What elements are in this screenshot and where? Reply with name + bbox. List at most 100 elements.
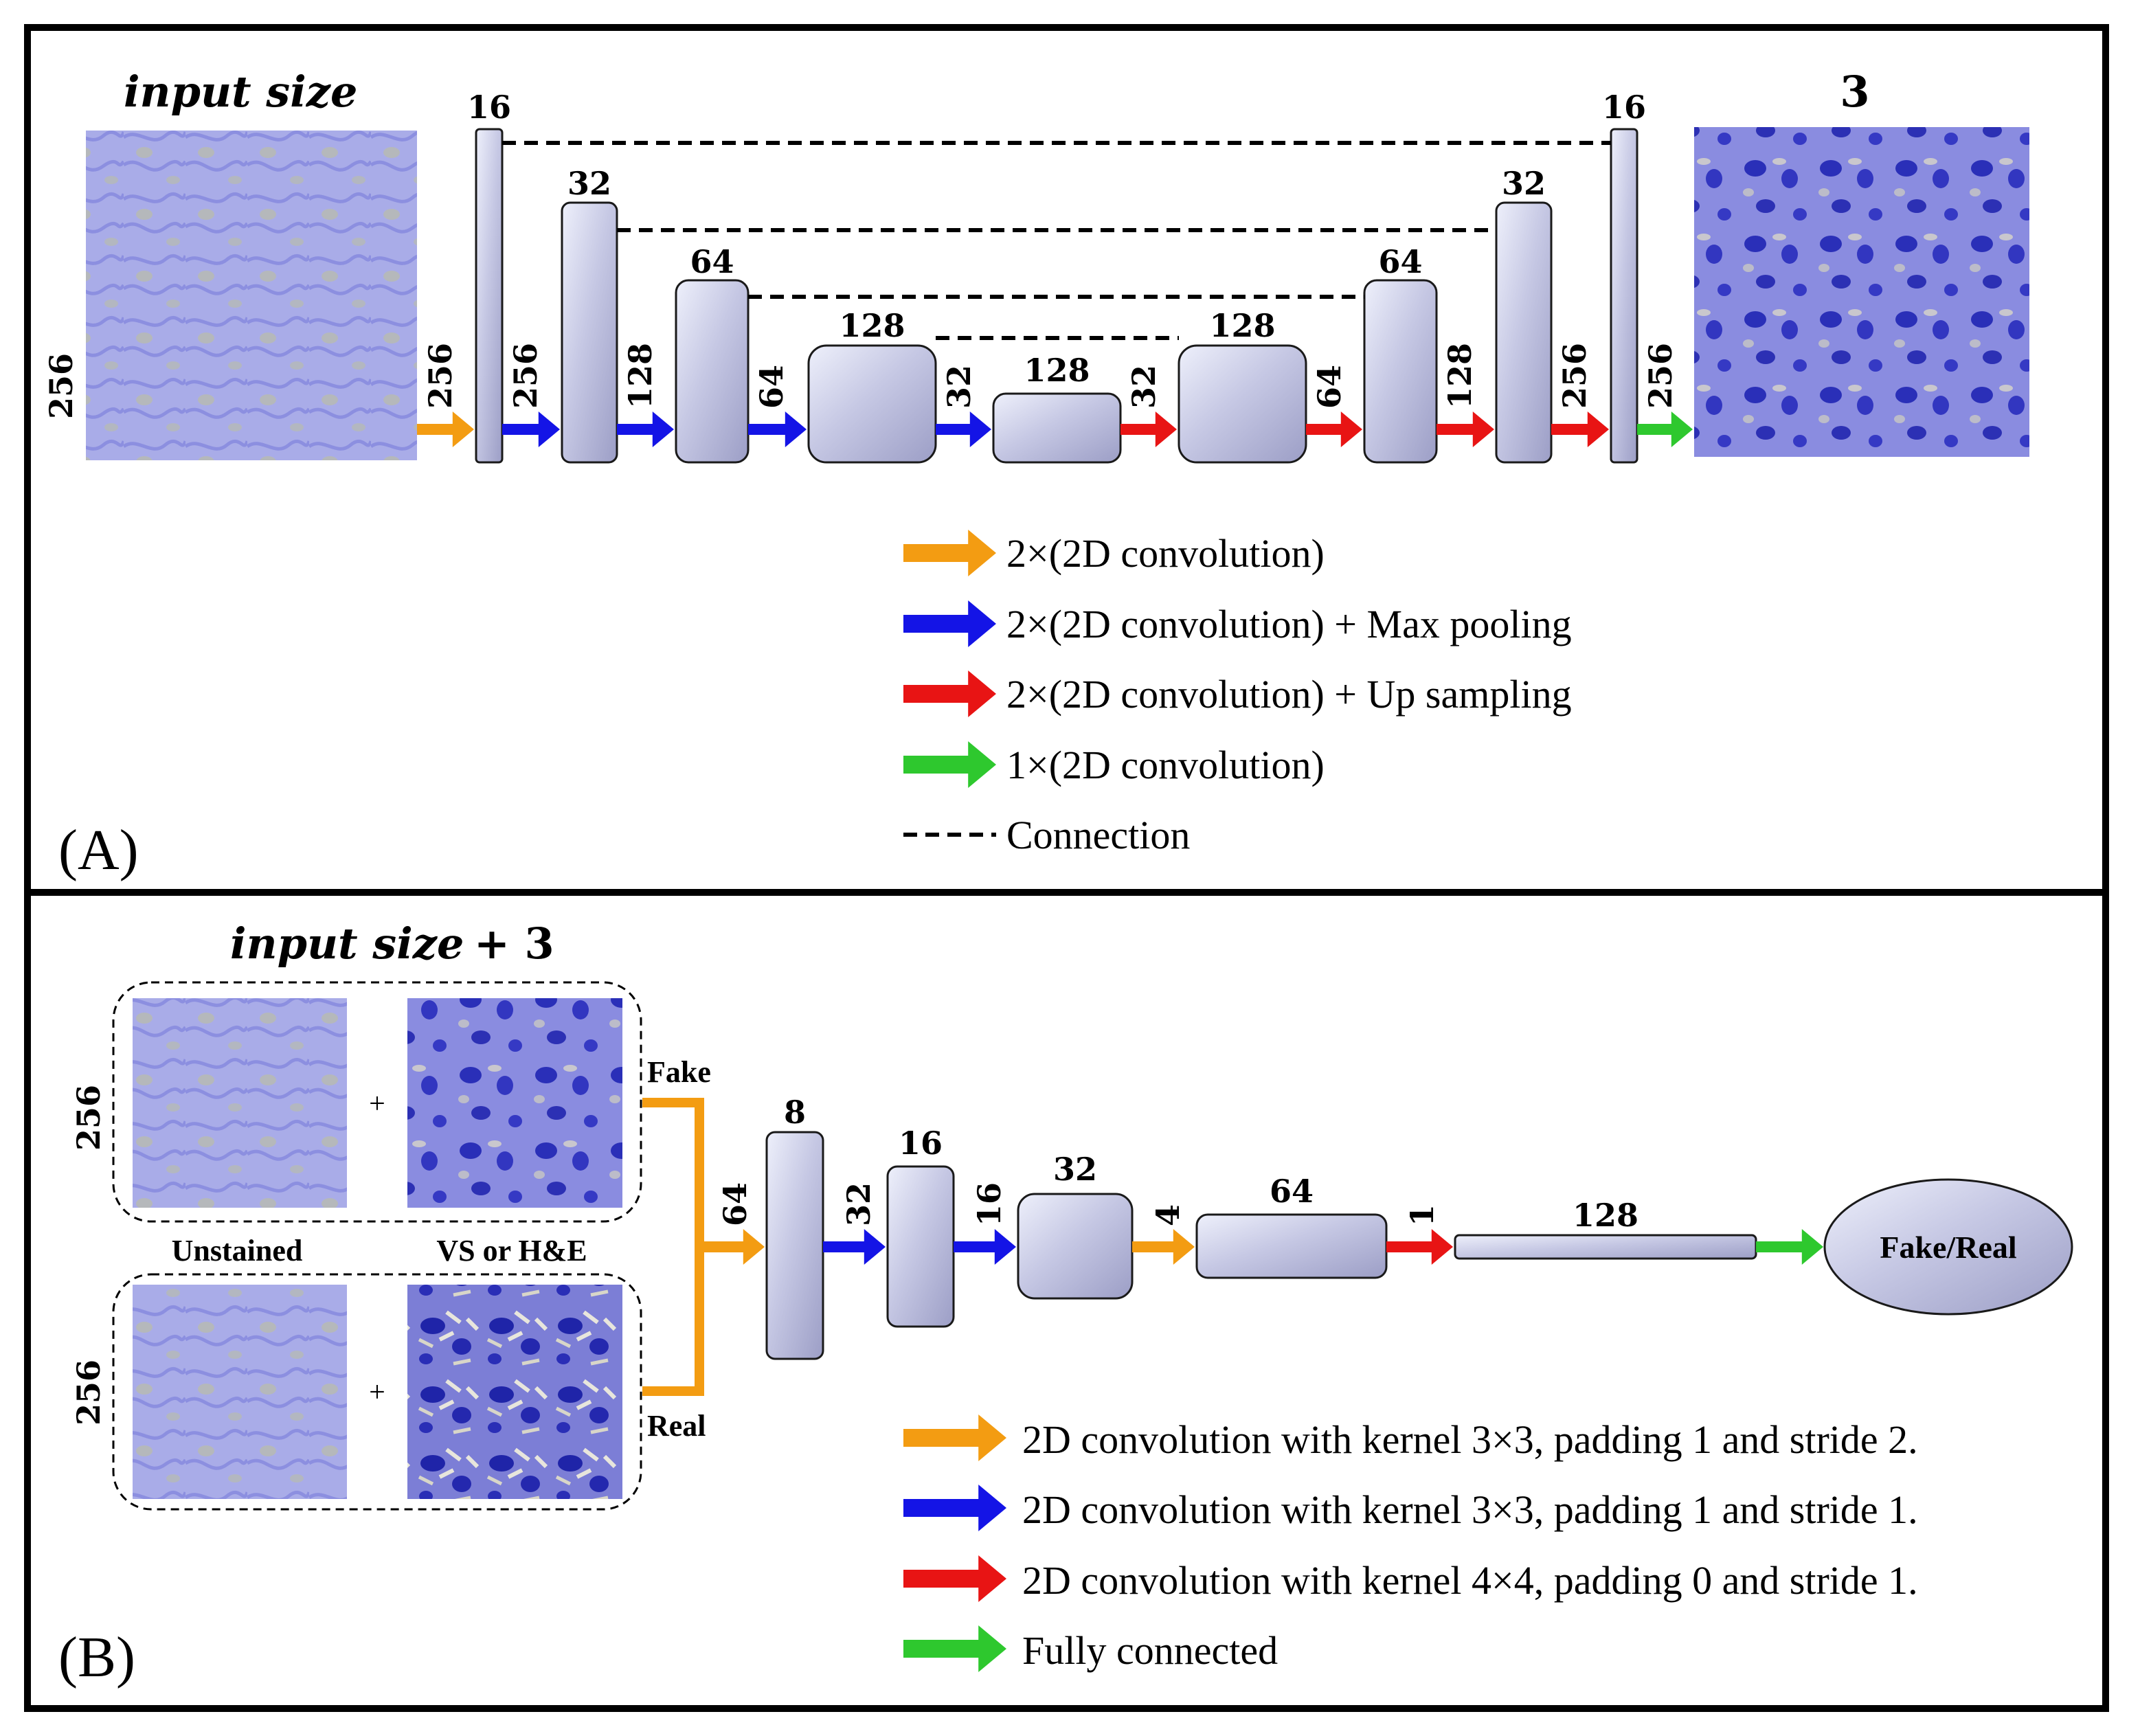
arrow-green	[1637, 412, 1693, 447]
encoder-decoder-block	[475, 128, 504, 464]
encoder-decoder-block	[561, 201, 618, 464]
legend-arrow-orange	[903, 1414, 1006, 1461]
block-depth-label: 128	[1573, 1197, 1638, 1234]
output-ellipse	[1823, 1178, 2073, 1316]
plus-sign: +	[369, 1088, 385, 1120]
fake-pair-box	[112, 981, 642, 1223]
arrow-blue	[823, 1229, 886, 1265]
block-depth-label: 32	[567, 165, 611, 202]
block-depth-label: 64	[690, 243, 734, 280]
real-label: Real	[647, 1409, 706, 1443]
merge-connector	[642, 1098, 704, 1396]
legend-arrow-blue	[903, 600, 996, 647]
arrow-red	[1386, 1229, 1453, 1265]
pair-side-label: 256	[70, 1360, 107, 1425]
fake-label: Fake	[647, 1055, 711, 1089]
encoder-decoder-block	[992, 392, 1122, 464]
arrow-size-label: 32	[1125, 365, 1162, 409]
input-image-unstained	[86, 131, 417, 460]
block-depth-label: 32	[1053, 1151, 1097, 1188]
encoder-decoder-block	[1610, 128, 1638, 464]
arrow-size-label: 128	[1441, 343, 1478, 409]
arrow-blue	[748, 412, 807, 447]
unstained-label: Unstained	[172, 1234, 303, 1267]
arrow-red	[1551, 412, 1609, 447]
real-pair-unstained-image	[133, 1285, 347, 1499]
panel-b-frame	[24, 889, 2109, 1712]
stained-label: VS or H&E	[436, 1234, 587, 1267]
block-depth-label: 16	[1602, 89, 1646, 126]
arrow-size-label: 16	[971, 1182, 1008, 1226]
arrow-size-label: 256	[507, 343, 544, 409]
panel-b-title: input size	[230, 918, 464, 969]
arrow-size-label: 256	[1642, 343, 1679, 409]
block-depth-label: 64	[1270, 1173, 1314, 1210]
legend-text: Connection	[1006, 813, 1190, 857]
arrow-blue	[954, 1229, 1016, 1265]
arrow-size-label: 64	[1311, 365, 1348, 409]
output-image-stained	[1694, 127, 2029, 457]
discriminator-block	[765, 1131, 824, 1360]
legend-text: 2×(2D convolution)	[1006, 531, 1325, 576]
arrow-size-label: 32	[840, 1182, 877, 1226]
block-depth-label: 16	[899, 1125, 943, 1162]
arrow-blue	[502, 412, 560, 447]
arrow-size-label: 256	[422, 343, 459, 409]
arrow-blue	[936, 412, 991, 447]
plus-sign: +	[369, 1377, 385, 1408]
legend-arrow-green	[903, 741, 996, 788]
encoder-decoder-block	[1363, 279, 1438, 464]
arrow-orange	[417, 412, 474, 447]
legend-arrow-red	[903, 670, 996, 717]
legend-arrow-orange	[903, 530, 996, 576]
panel-a-label: (A)	[58, 818, 139, 882]
encoder-decoder-block	[675, 279, 750, 464]
legend-text: 2D convolution with kernel 3×3, padding …	[1022, 1417, 1918, 1462]
discriminator-block	[886, 1165, 955, 1328]
block-depth-label: 64	[1378, 243, 1422, 280]
panel-b-title-suffix: + 3	[474, 918, 554, 969]
real-pair-box	[112, 1273, 642, 1511]
arrow-green	[1756, 1229, 1823, 1265]
fake-pair-unstained-image	[133, 998, 347, 1208]
block-depth-label: 128	[1209, 307, 1275, 344]
arrow-size-label: 128	[622, 343, 659, 409]
legend-text: 2D convolution with kernel 3×3, padding …	[1022, 1487, 1918, 1532]
arrow-red	[1437, 412, 1494, 447]
arrow-orange	[699, 1229, 765, 1265]
arrow-blue	[617, 412, 674, 447]
arrow-orange	[1132, 1229, 1195, 1265]
arrow-size-label: 64	[717, 1182, 754, 1226]
input-side-label: 256	[43, 353, 80, 419]
arrow-red	[1120, 412, 1177, 447]
legend-arrow-blue	[903, 1485, 1006, 1531]
block-depth-label: 128	[839, 307, 905, 344]
encoder-decoder-block	[1178, 344, 1307, 464]
encoder-decoder-block	[807, 344, 937, 464]
arrow-size-label: 1	[1404, 1204, 1441, 1226]
legend-arrow-red	[903, 1555, 1006, 1602]
discriminator-block	[1454, 1234, 1757, 1260]
panel-a: input size 256 3 16 32 64 128 128 128 64 32 16 256 25…	[43, 67, 2029, 882]
panel-a-title: input size	[124, 67, 357, 117]
legend-text: Fully connected	[1022, 1628, 1278, 1673]
discriminator-block	[1195, 1213, 1388, 1279]
real-pair-stained-image	[407, 1285, 622, 1499]
output-channels-label: 3	[1840, 67, 1869, 117]
arrow-size-label: 32	[940, 365, 978, 409]
legend-text: 2×(2D convolution) + Up sampling	[1006, 672, 1572, 717]
discriminator-block	[1017, 1193, 1134, 1300]
output-label: Fake/Real	[1880, 1230, 2016, 1265]
block-depth-label: 8	[784, 1094, 806, 1131]
pair-side-label: 256	[70, 1085, 107, 1151]
block-depth-label: 16	[467, 89, 511, 126]
legend-text: 2×(2D convolution) + Max pooling	[1006, 602, 1572, 646]
arrow-size-label: 256	[1556, 343, 1593, 409]
arrow-size-label: 4	[1149, 1204, 1186, 1226]
fake-pair-stained-image	[407, 998, 622, 1208]
legend-text: 1×(2D convolution)	[1006, 743, 1325, 787]
legend-text: 2D convolution with kernel 4×4, padding …	[1022, 1558, 1918, 1603]
block-depth-label: 32	[1502, 165, 1546, 202]
